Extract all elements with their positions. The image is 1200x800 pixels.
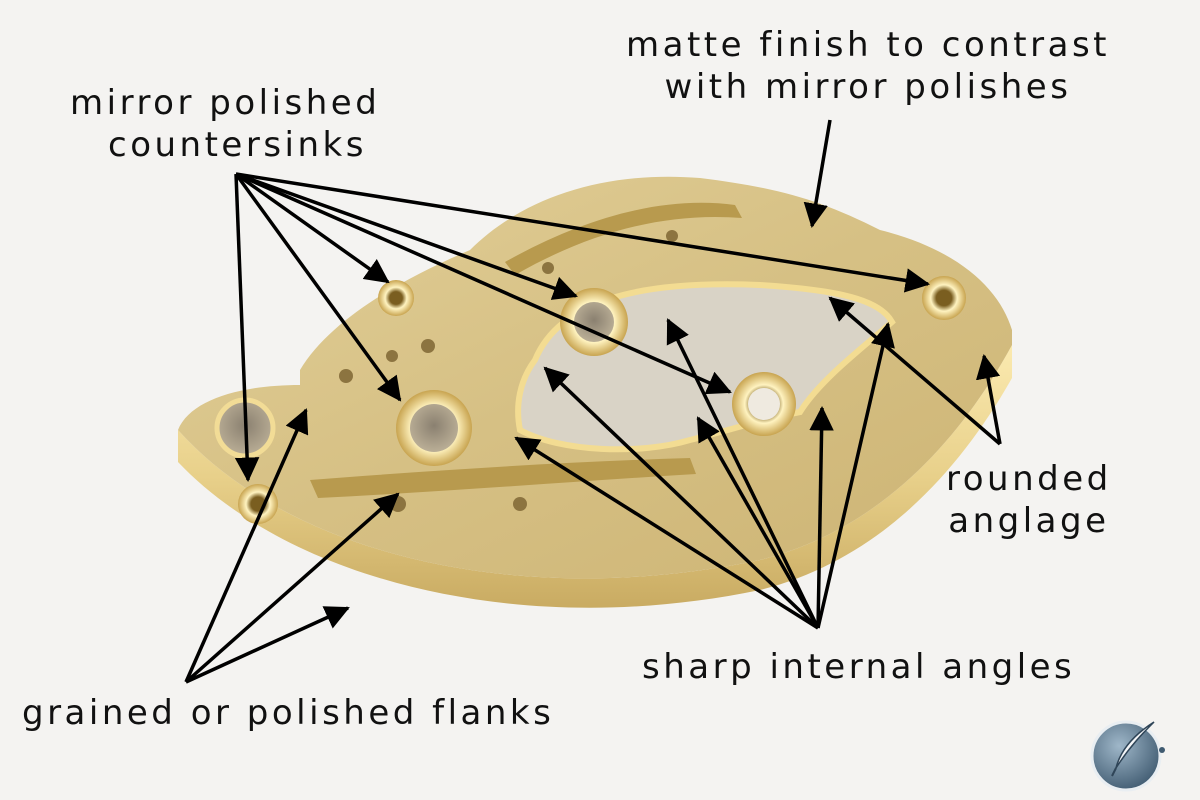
arrow-sharp-5	[809, 405, 834, 629]
arrow-matte-finish	[803, 119, 832, 229]
label-line: sharp internal angles	[642, 647, 1076, 687]
arrow-flank-3	[185, 606, 350, 684]
label-sharp-internal-angles: sharp internal angles	[642, 646, 1075, 688]
arrow-countersink-5	[235, 172, 732, 395]
arrow-countersink-2	[234, 172, 390, 284]
small-hole-2	[421, 339, 435, 353]
label-matte-finish: matte finish to contrast with mirror pol…	[626, 24, 1110, 108]
label-grained-or-polished-flanks: grained or polished flanks	[22, 692, 554, 734]
annotation-arrows	[184, 119, 1002, 684]
label-line: matte finish to contrast	[626, 25, 1110, 65]
arrow-sharp-1	[543, 366, 820, 630]
lower-slot	[310, 458, 696, 498]
countersink-far-right	[922, 276, 966, 320]
small-hole-1	[386, 350, 398, 362]
small-hole-3	[339, 369, 353, 383]
label-line: rounded	[946, 459, 1112, 499]
arrow-sharp-4	[696, 416, 820, 629]
arrow-countersink-4	[235, 172, 578, 300]
label-rounded-anglage: rounded anglage	[946, 458, 1112, 542]
small-hole-7	[666, 230, 678, 242]
watch-bridge-plate	[178, 176, 1012, 608]
arrow-countersink-3	[234, 172, 402, 402]
arrow-sharp-3	[666, 318, 820, 629]
quill-globe-logo-icon	[1090, 720, 1165, 792]
hole-right-inner	[748, 388, 780, 420]
arrow-flank-2	[184, 492, 400, 684]
small-hole-6	[542, 262, 554, 274]
label-line: anglage	[948, 501, 1110, 541]
label-line: grained or polished flanks	[22, 693, 555, 733]
hole-top-center-inner	[574, 302, 614, 342]
arrow-anglage-2	[975, 353, 1002, 445]
hole-center-large-inner	[410, 404, 458, 452]
small-hole-5	[513, 497, 527, 511]
upper-arc-slot	[505, 202, 742, 275]
label-line: mirror polished	[70, 83, 381, 123]
arrow-countersink-1	[234, 173, 260, 483]
arrow-flank-1	[184, 408, 309, 683]
arrow-countersink-6	[235, 172, 931, 293]
label-mirror-polished-countersinks: mirror polished countersinks	[70, 82, 380, 166]
label-line: with mirror polishes	[664, 67, 1072, 107]
arrow-sharp-6	[816, 322, 895, 629]
arrow-sharp-2	[514, 436, 819, 630]
arrow-anglage-1	[828, 296, 1002, 446]
countersink-upper-left	[378, 280, 414, 316]
label-line: countersinks	[108, 125, 367, 165]
